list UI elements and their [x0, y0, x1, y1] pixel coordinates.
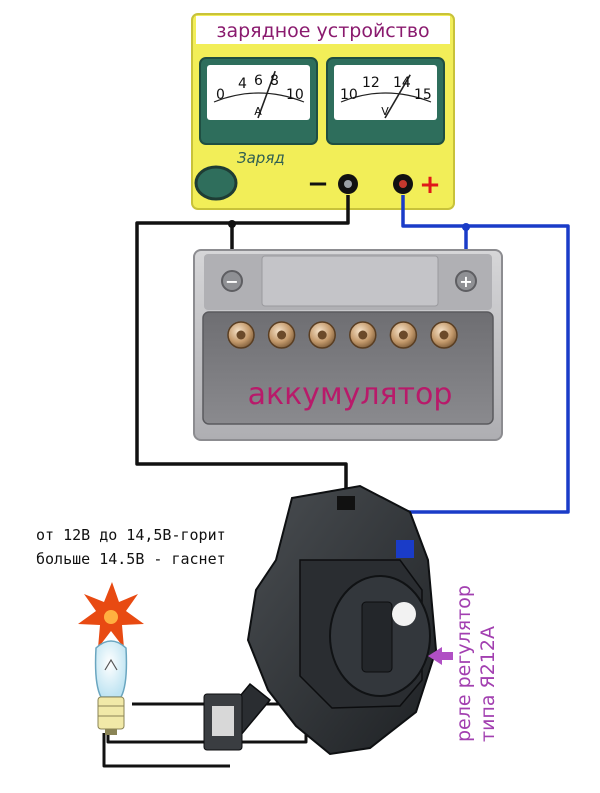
- relay-label: реле регулятор типа Я212А: [453, 585, 499, 742]
- ammeter-needle: [257, 70, 276, 119]
- battery-cell-cap-vent: [317, 330, 327, 340]
- blue-wire-junction: [462, 223, 470, 231]
- spark-core: [104, 610, 118, 624]
- battery-minus-terminal: [221, 270, 243, 292]
- voltmeter-scale-arc: [340, 92, 432, 103]
- ammeter-tick-label: 6: [254, 73, 263, 89]
- ammeter-unit: A: [254, 105, 262, 118]
- battery-plus-symbol: +: [459, 272, 472, 291]
- black-wire-junction: [228, 220, 236, 228]
- relay-label-line-2: типа Я212А: [477, 626, 499, 742]
- bulb-base: [97, 696, 125, 730]
- voltmeter-tick-label: 10: [340, 87, 358, 103]
- ammeter: 0 4 6 8 10 A: [199, 57, 318, 145]
- voltmeter-tick-label: 15: [414, 87, 432, 103]
- battery-top-panel: [261, 255, 439, 307]
- voltmeter-unit: V: [381, 105, 389, 118]
- minus-sign: −: [307, 169, 329, 199]
- test-lamp: [78, 582, 144, 735]
- relay-screw-highlight: [392, 602, 416, 626]
- charger-title-box: [196, 16, 450, 44]
- voltmeter-tick-label: 14: [393, 75, 411, 91]
- battery-plus-terminal: [455, 270, 477, 292]
- ammeter-tick-label: 0: [216, 87, 225, 103]
- minus-terminal-center: [344, 180, 352, 188]
- relay-blue-terminal: [396, 540, 414, 558]
- ammeter-tick-label: 4: [238, 76, 247, 92]
- relay-black-terminal: [337, 496, 355, 510]
- relay-pointer-arrow-shaft: [441, 652, 453, 660]
- battery-cell-caps: [227, 321, 458, 349]
- charge-indicator-lamp: [194, 165, 238, 201]
- charger: зарядное устройство 0 4 6 8 10 A 10 12 1…: [191, 13, 455, 210]
- black-wire-charger-to-relay: [135, 195, 350, 498]
- note-line-1: от 12В до 14,5В-горит: [36, 526, 226, 544]
- battery-cell-cap-vent: [277, 330, 287, 340]
- voltmeter-tick-label: 12: [362, 75, 380, 91]
- battery-cell-cap-vent: [439, 330, 449, 340]
- ammeter-tick-label: 10: [286, 87, 304, 103]
- plus-terminal-center: [399, 180, 407, 188]
- relay-label-line-1: реле регулятор: [453, 585, 475, 742]
- battery-cell-cap-vent: [358, 330, 368, 340]
- battery-cell-cap-vent: [398, 330, 408, 340]
- black-wire-lamp-ground: [102, 733, 230, 768]
- voltmeter-needle: [384, 74, 411, 119]
- relay-pointer-arrowhead: [428, 647, 442, 665]
- battery: − + аккумулятор: [193, 249, 503, 441]
- plus-sign: +: [419, 170, 441, 200]
- voltmeter: 10 12 14 15 V: [326, 57, 445, 145]
- relay-regulator: [203, 484, 438, 756]
- charger-title: зарядное устройство: [216, 20, 429, 42]
- battery-minus-symbol: −: [225, 272, 238, 291]
- bulb-contact: [105, 729, 117, 735]
- battery-label: аккумулятор: [248, 377, 453, 412]
- battery-cell-cap-vent: [236, 330, 246, 340]
- ammeter-tick-label: 8: [270, 73, 279, 89]
- bulb-glass: [94, 640, 128, 698]
- charge-label: Заряд: [237, 149, 285, 167]
- relay-plug-blade: [212, 706, 234, 736]
- note-line-2: больше 14.5В - гаснет: [36, 550, 226, 568]
- relay-label-plate: [361, 601, 393, 673]
- ammeter-scale-arc: [213, 92, 305, 103]
- bulb-filament: [104, 658, 118, 671]
